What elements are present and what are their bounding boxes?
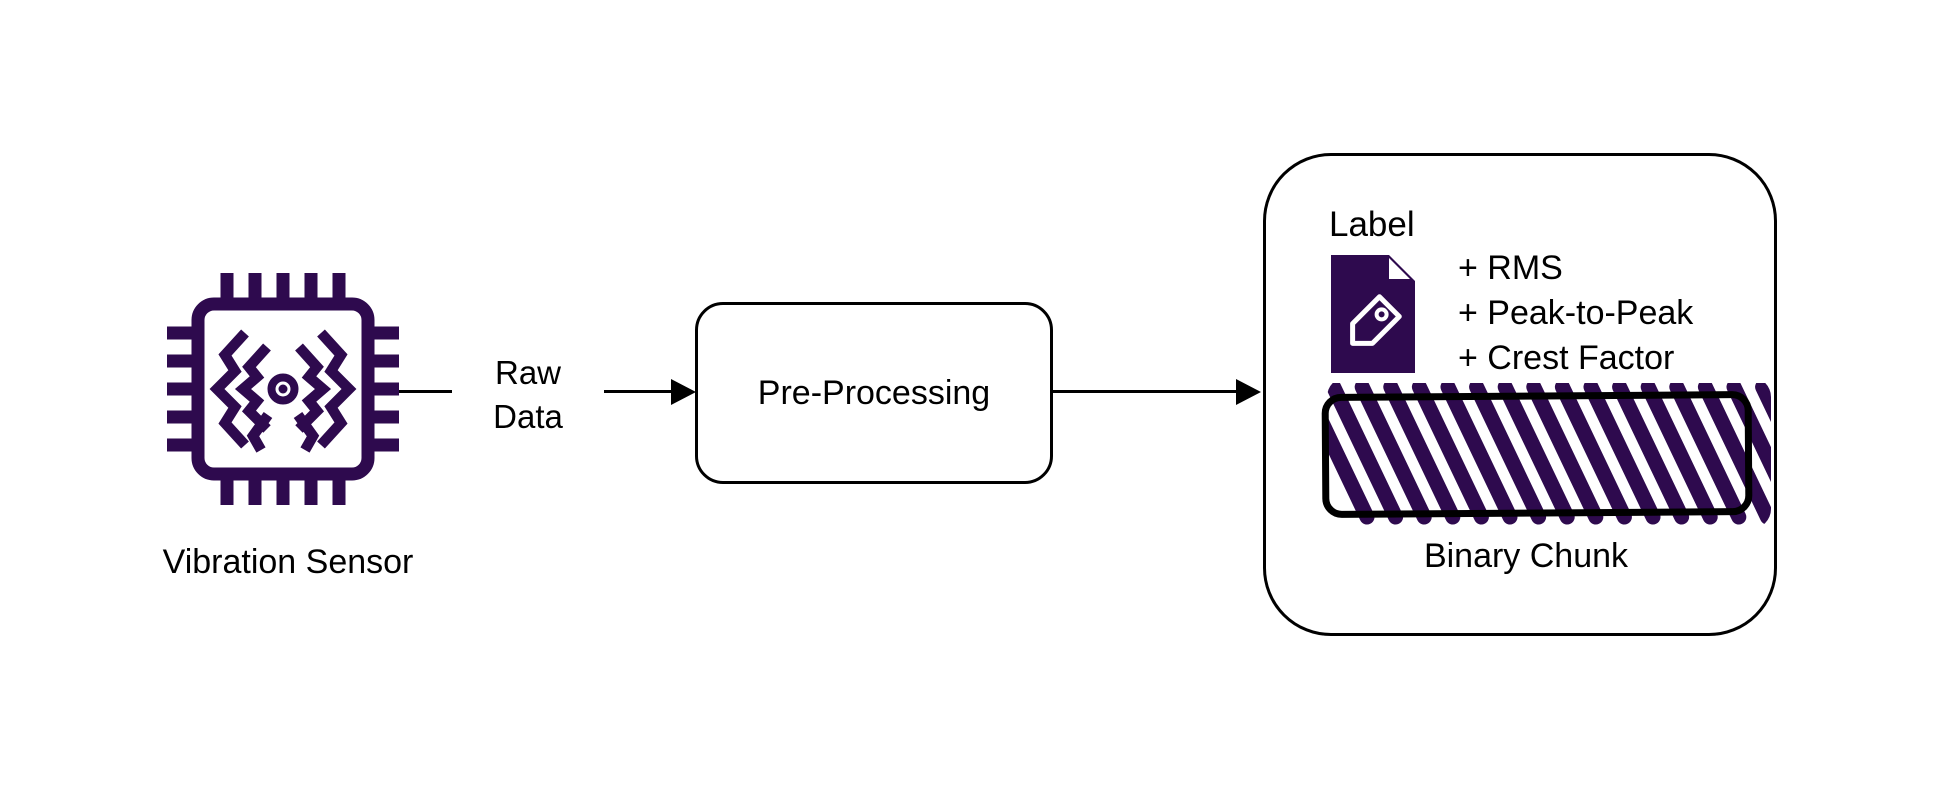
arrow-preprocessing-to-output-head (1236, 379, 1261, 405)
tag-document-icon (1331, 255, 1415, 373)
vibration-waves-glyph (209, 329, 357, 453)
vibration-sensor-chip-icon (167, 273, 399, 505)
feature-peak-to-peak: + Peak-to-Peak (1458, 294, 1694, 332)
output-node: Label + RMS + Peak-to-Peak + Crest Facto… (1263, 153, 1777, 636)
binary-chunk-hatched-rect (1321, 383, 1771, 525)
sketch-border (1321, 391, 1753, 518)
feature-list: + RMS + Peak-to-Peak + Crest Factor (1458, 246, 1693, 381)
chip-body (191, 297, 375, 481)
hatch-stripes (1327, 383, 1771, 525)
raw-data-line1: Raw (494, 354, 562, 391)
arrow-preprocessing-to-output-line (1050, 390, 1236, 393)
preprocessing-node: Pre-Processing (695, 302, 1053, 484)
vibration-center-dot (278, 384, 288, 394)
folded-corner (1389, 258, 1410, 279)
raw-data-edge-label: Raw Data (452, 351, 604, 439)
arrow-sensor-to-preprocessing-head (671, 379, 696, 405)
chip-pins (167, 273, 399, 505)
label-title: Label (1329, 205, 1415, 244)
feature-crest-factor: + Crest Factor (1458, 339, 1675, 377)
sensor-caption: Vibration Sensor (162, 543, 414, 581)
preprocessing-label: Pre-Processing (757, 373, 991, 412)
feature-rms: + RMS (1458, 249, 1563, 287)
binary-chunk-caption: Binary Chunk (1423, 537, 1629, 575)
raw-data-line2: Data (493, 398, 563, 435)
tag-glyph (1350, 294, 1402, 346)
